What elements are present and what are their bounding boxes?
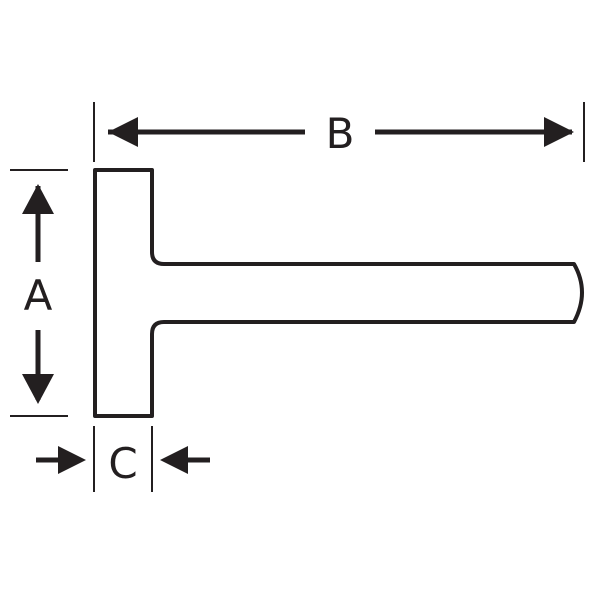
dim-a-arrowhead-up — [22, 184, 54, 214]
dim-c-label: C — [108, 439, 137, 488]
dim-c-arrowhead-left — [58, 446, 86, 474]
dim-c-arrowhead-right — [160, 446, 188, 474]
t-handle-outline — [93, 168, 584, 418]
dim-b-arrowhead-left — [108, 117, 138, 147]
dim-a-arrowhead-down — [22, 374, 54, 404]
dim-b-label: B — [326, 109, 355, 158]
dim-a-label: A — [24, 271, 53, 320]
dim-b-arrowhead-right — [544, 117, 574, 147]
